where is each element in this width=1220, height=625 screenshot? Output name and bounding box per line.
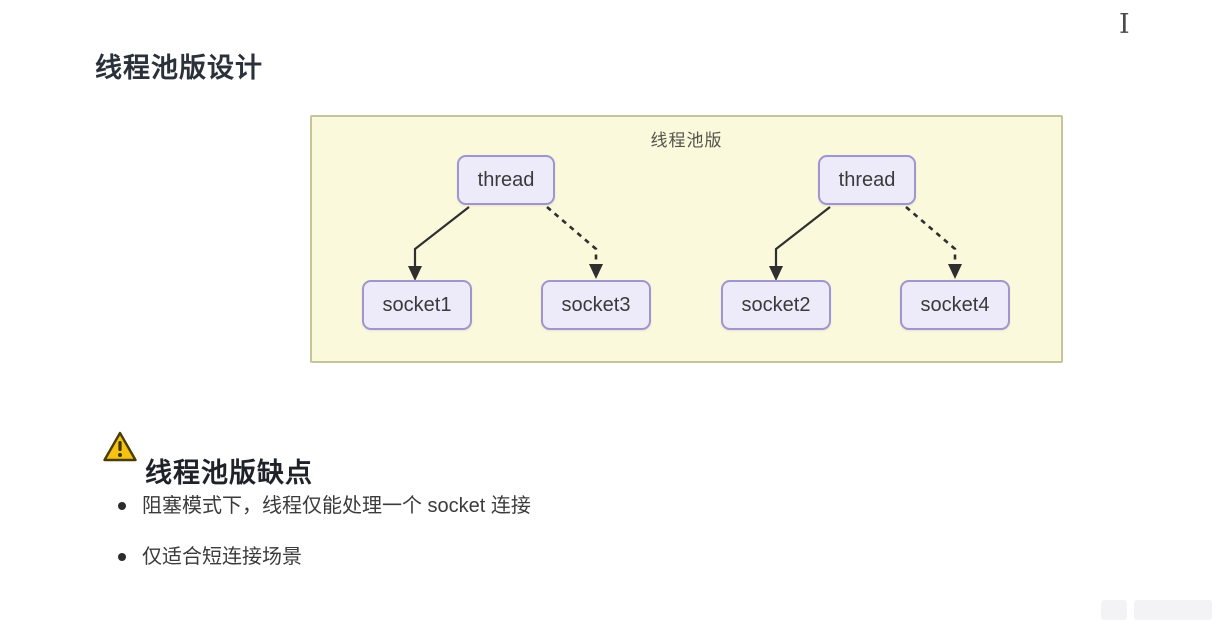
arrowhead-socket3 — [589, 264, 603, 279]
node-socket3: socket3 — [541, 280, 651, 330]
edge-thread-b-socket2 — [774, 206, 831, 267]
diagram-title: 线程池版 — [650, 131, 723, 150]
node-socket2: socket2 — [721, 280, 831, 330]
page-title: 线程池版设计 — [95, 53, 263, 84]
warning-triangle-icon — [103, 431, 137, 462]
drawback-item-1: 阻塞模式下，线程仅能处理一个 socket 连接 — [112, 493, 531, 519]
node-socket4: socket4 — [900, 280, 1010, 330]
arrowhead-socket2 — [769, 266, 783, 281]
arrowhead-socket1 — [408, 266, 422, 281]
edge-thread-b-socket4 — [905, 206, 957, 264]
edge-thread-a-socket1 — [413, 206, 470, 267]
warning-title: 线程池版缺点 — [145, 458, 313, 489]
thread-pool-diagram: 线程池版 thread thread socket1 socket3 socke… — [310, 115, 1063, 363]
edge-thread-a-socket3 — [546, 206, 598, 264]
node-thread-b: thread — [818, 155, 916, 205]
text-cursor-icon: I — [1119, 9, 1130, 40]
arrowhead-socket4 — [948, 264, 962, 279]
drawback-item-2: 仅适合短连接场景 — [112, 544, 531, 570]
diagram-edges — [408, 206, 962, 281]
video-watermark — [1101, 600, 1212, 620]
node-thread-a: thread — [457, 155, 555, 205]
node-socket1: socket1 — [362, 280, 472, 330]
watermark-logo — [1101, 600, 1127, 620]
drawback-list: 阻塞模式下，线程仅能处理一个 socket 连接 仅适合短连接场景 — [112, 493, 531, 595]
watermark-text — [1134, 600, 1212, 620]
